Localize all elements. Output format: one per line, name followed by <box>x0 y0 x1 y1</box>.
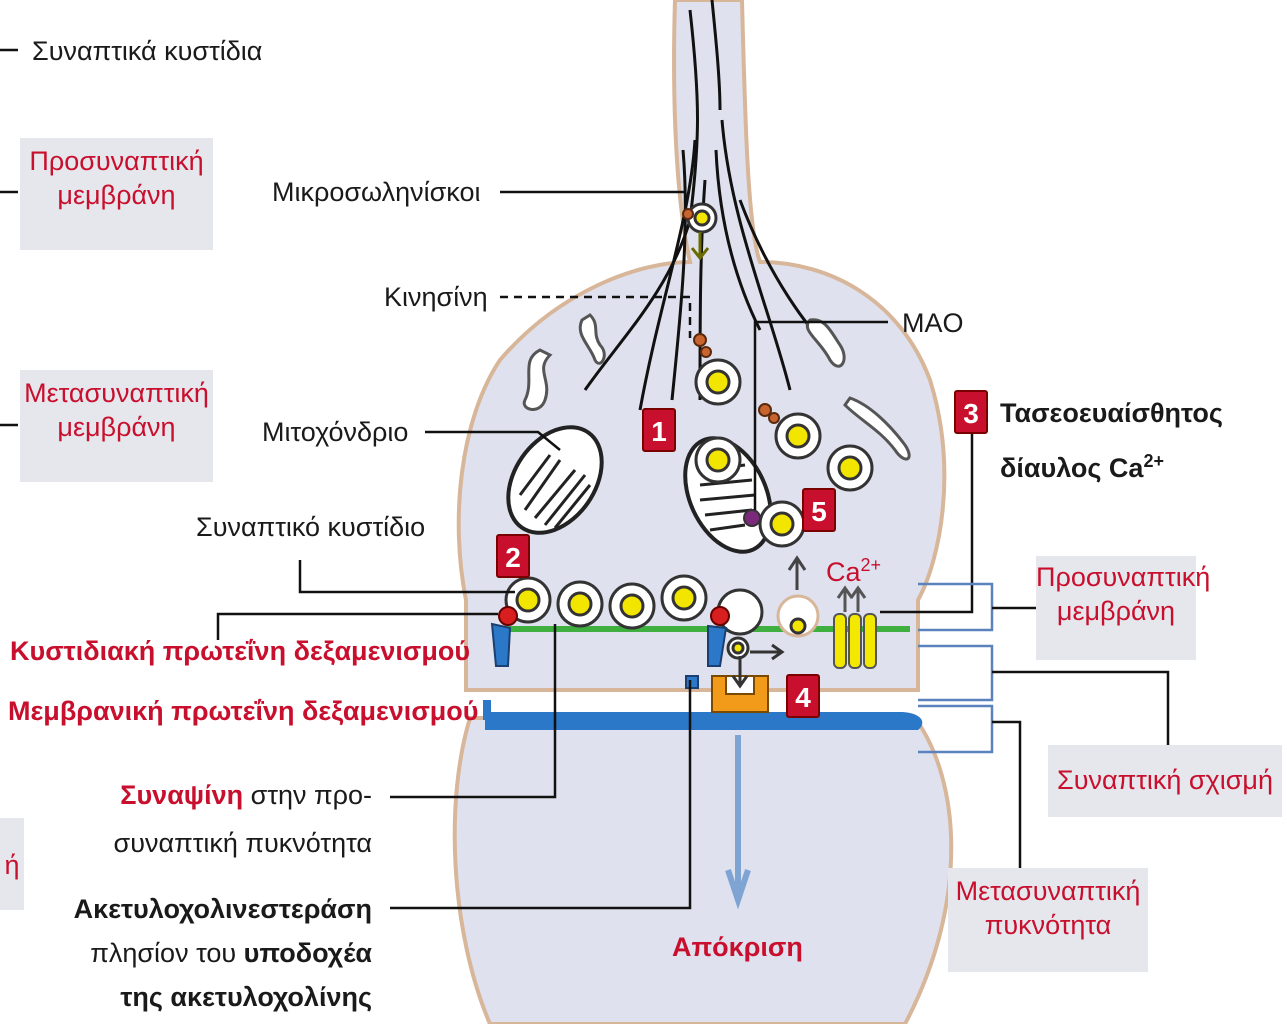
ache-label-line1: Ακετυλοχολινεστεράση <box>60 892 372 926</box>
left-edge-fragment: ή <box>0 818 24 882</box>
vesicle <box>778 596 818 636</box>
synaptic-cleft-box: Συναπτική σχισμή <box>1048 745 1282 817</box>
voltage-channel-label-line1: Τασεοευαίσθητος <box>1000 396 1223 430</box>
presynaptic-membrane-right-box: Προσυναπτική μεμβράνη <box>1036 556 1196 660</box>
synapsin-label-line2: συναπτική πυκνότητα <box>100 826 372 860</box>
microtubules-label: Μικροσωληνίσκοι <box>272 175 480 209</box>
ache-label-line2: πλησίον του υποδοχέα <box>60 936 372 970</box>
ache-label-line3: της ακετυλοχολίνης <box>60 980 372 1014</box>
acetylcholinesterase <box>686 676 698 688</box>
voltage-channel-sup: 2+ <box>1143 451 1164 471</box>
step-badge-5: 5 <box>802 488 836 532</box>
synaptic-cleft-label: Συναπτική σχισμή <box>1048 745 1282 797</box>
vesicle <box>610 584 654 628</box>
postsynaptic-density-label: Μετασυναπτική πυκνότητα <box>948 868 1148 942</box>
membrane-docking-protein-label: Μεμβρανική πρωτεΐνη δεξαμενισμού <box>8 694 479 728</box>
calcium-sup: 2+ <box>861 555 882 575</box>
step-badge-1: 1 <box>642 408 676 452</box>
synapsin-term: Συναψίνη <box>120 780 243 810</box>
voltage-channel-label-line2: δίαυλος Ca2+ <box>1000 444 1164 485</box>
vesicle <box>558 582 602 626</box>
calcium-label: Ca2+ <box>826 548 881 589</box>
postsynaptic-density-box: Μετασυναπτική πυκνότητα <box>948 868 1148 972</box>
left-edge-box: ή <box>0 818 24 910</box>
synaptic-vesicle-label: Συναπτικό κυστίδιο <box>196 510 425 544</box>
vesicle <box>728 638 748 658</box>
ache-line2-normal: πλησίον του <box>90 938 243 968</box>
vesicle <box>760 502 804 546</box>
presynaptic-membrane-left-box: Προσυναπτική μεμβράνη <box>20 138 213 250</box>
step-badge-3: 3 <box>954 390 988 434</box>
vesicle <box>662 576 706 620</box>
postsynaptic-membrane-left-label: Μετασυναπτική μεμβράνη <box>20 370 213 444</box>
postsynaptic-membrane <box>485 712 922 730</box>
presynaptic-membrane-right-label: Προσυναπτική μεμβράνη <box>1036 556 1196 628</box>
calcium-symbol: Ca <box>826 557 861 587</box>
presynaptic-membrane-left-label: Προσυναπτική μεμβράνη <box>20 138 213 212</box>
postsynaptic-membrane-left-box: Μετασυναπτική μεμβράνη <box>20 370 213 482</box>
postsynaptic-cell <box>455 718 952 1024</box>
voltage-channel-text: δίαυλος Ca <box>1000 453 1143 483</box>
vesicle <box>696 438 740 482</box>
mao-label: MAO <box>902 306 964 340</box>
mao-molecule <box>744 510 760 526</box>
vesicle <box>828 446 872 490</box>
kinesin-label: Κινησίνη <box>384 280 488 314</box>
response-label: Απόκριση <box>672 930 803 964</box>
calcium-channel <box>834 614 876 668</box>
vesicular-docking-protein-label: Κυστιδιακή πρωτεΐνη δεξαμενισμού <box>10 634 470 668</box>
vesicle <box>696 360 740 404</box>
synapsin-label: Συναψίνη στην προ- <box>110 778 372 812</box>
mitochondrion-label: Μιτοχόνδριο <box>262 415 408 449</box>
postsynaptic-membrane-edge <box>483 700 491 720</box>
step-badge-4: 4 <box>786 674 820 718</box>
step-badge-2: 2 <box>496 534 530 578</box>
synapsin-text-1: στην προ- <box>243 780 372 810</box>
right-brackets <box>918 584 992 752</box>
ache-line2-bold: υποδοχέα <box>244 938 372 968</box>
synaptic-vesicles-label: Συναπτικά κυστίδια <box>32 34 262 68</box>
vesicle <box>776 414 820 458</box>
